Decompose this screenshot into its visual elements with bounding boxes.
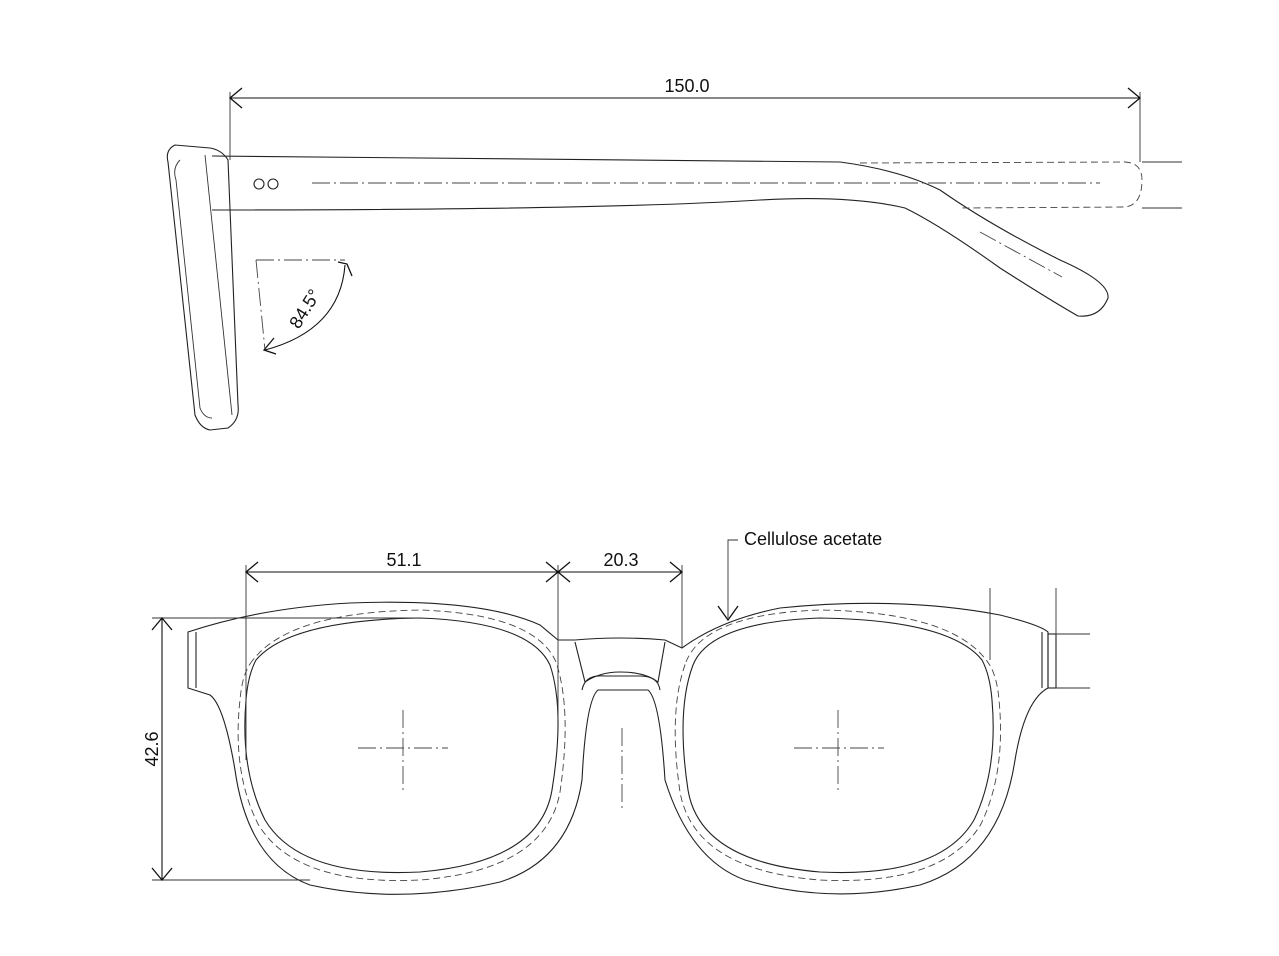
rim-inner-edge: [174, 159, 213, 419]
angle-label: 84.5°: [285, 286, 324, 332]
arrow-down-icon: [717, 605, 739, 622]
lens-right-groove: [674, 609, 1001, 881]
lens-height-label: 42.6: [142, 731, 162, 766]
lens-left-groove: [237, 609, 566, 881]
angle-arc: [264, 264, 346, 351]
lens-width-label: 51.1: [386, 550, 421, 570]
arrow-top-icon: [337, 261, 353, 277]
lens-right: [682, 617, 994, 874]
arrow-left-icon: [244, 561, 259, 583]
frame-outline: [187, 601, 1049, 895]
front-view: 51.1 20.3 42.6 Cellulose acetate: [142, 529, 1090, 895]
arrow-bottom-icon: [262, 337, 277, 355]
hinge-rivet-icon: [267, 178, 279, 190]
hinge-stub-right: [1047, 633, 1057, 689]
side-view: 150.0 84.5°: [166, 76, 1182, 431]
temple-arm: [211, 155, 1109, 317]
arrow-right-icon: [1127, 87, 1142, 109]
bridge-inner: [581, 675, 661, 691]
material-label: Cellulose acetate: [744, 529, 882, 549]
arrow-left-icon: [228, 87, 243, 109]
rim-lens-groove: [204, 154, 233, 416]
hinge-rivet-icon: [253, 178, 265, 190]
temple-dashed-straight: [859, 161, 1143, 209]
rim-profile: [166, 144, 239, 431]
temple-tip-centerline: [979, 231, 1063, 278]
angle-reference-vertical: [255, 259, 266, 351]
arrow-down-icon: [151, 867, 173, 882]
material-leader-line: [727, 539, 738, 618]
temple-length-label: 150.0: [664, 76, 709, 96]
arrow-right-icon: [669, 561, 684, 583]
bridge-width-label: 20.3: [603, 550, 638, 570]
arrow-left-icon: [556, 561, 571, 583]
arrow-up-icon: [151, 616, 173, 631]
lens-left: [244, 617, 559, 874]
